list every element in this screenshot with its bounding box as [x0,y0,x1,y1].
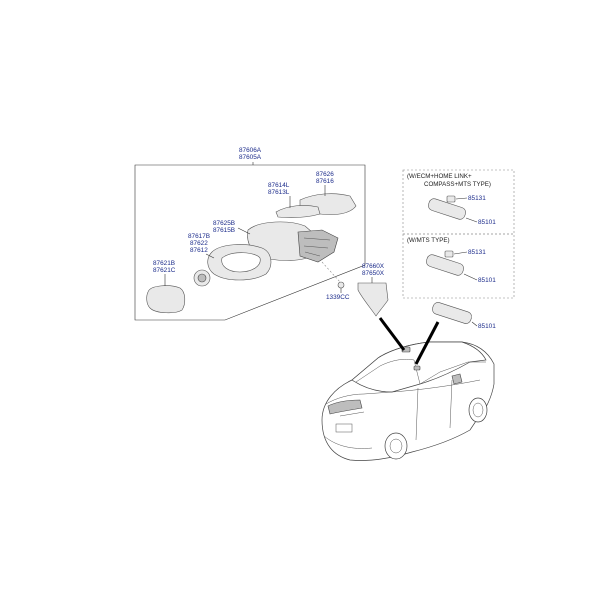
label-ecm-variant-line1: (W/ECM+HOME LINK+ [407,173,472,180]
ecm-cover-leader [455,197,468,200]
mts-inside-mirror [426,254,464,276]
vehicle-illustration [321,341,495,461]
ecm-mirror-leader [465,217,478,223]
label-87606A: 87606A [239,147,262,154]
variant-box-mts [402,233,515,299]
std-mirror-leader [471,321,478,327]
label-87613L: 87613L [268,189,290,196]
label-87660X: 87660X [362,263,385,270]
mts-cover-leader [453,251,468,255]
mts-mirror-leader [463,273,478,281]
label-87621C: 87621C [153,267,176,274]
mirror-frame [207,244,272,281]
label-87614L: 87614L [268,182,290,189]
screw-dash [321,261,341,283]
mirror-glass [146,285,186,314]
label-87617B: 87617B [188,233,210,240]
frame-leader [205,253,215,259]
label-mts-85101: 85101 [478,277,496,284]
label-87625B: 87625B [213,220,235,227]
housing-leader [237,227,251,235]
label-87616: 87616 [316,178,334,185]
label-ecm-85131: 85131 [468,195,486,202]
inner-cover [357,282,389,317]
label-87650X: 87650X [362,270,385,277]
mts-mirror-cover [444,250,454,258]
label-87612: 87612 [190,247,208,254]
label-87621B: 87621B [153,260,175,267]
label-87605A: 87605A [239,154,262,161]
label-87626: 87626 [316,171,334,178]
mirror-repeater-inner [197,273,207,283]
standard-inside-mirror [432,302,472,324]
actuator-detail [303,237,331,257]
label-mts-85131: 85131 [468,249,486,256]
variant-box-ecm [402,169,515,235]
ecm-mirror-cover [446,195,456,203]
label-87622: 87622 [190,240,208,247]
label-1339CC: 1339CC [326,294,350,301]
label-std-85101: 85101 [478,323,496,330]
mirror-assembly-frame [134,164,366,321]
label-mts-variant: (W/MTS TYPE) [407,237,450,244]
mirror-scalp [275,205,321,218]
label-ecm-85101: 85101 [478,219,496,226]
mirror-actuator [297,229,339,263]
label-ecm-variant-line2: COMPASS+MTS TYPE) [424,181,491,188]
screw-part [337,281,345,289]
ecm-inside-mirror [428,198,466,220]
pointer-inner-cover [378,317,406,351]
pointer-inside-mirror [414,321,440,365]
label-87615B: 87615B [213,227,235,234]
